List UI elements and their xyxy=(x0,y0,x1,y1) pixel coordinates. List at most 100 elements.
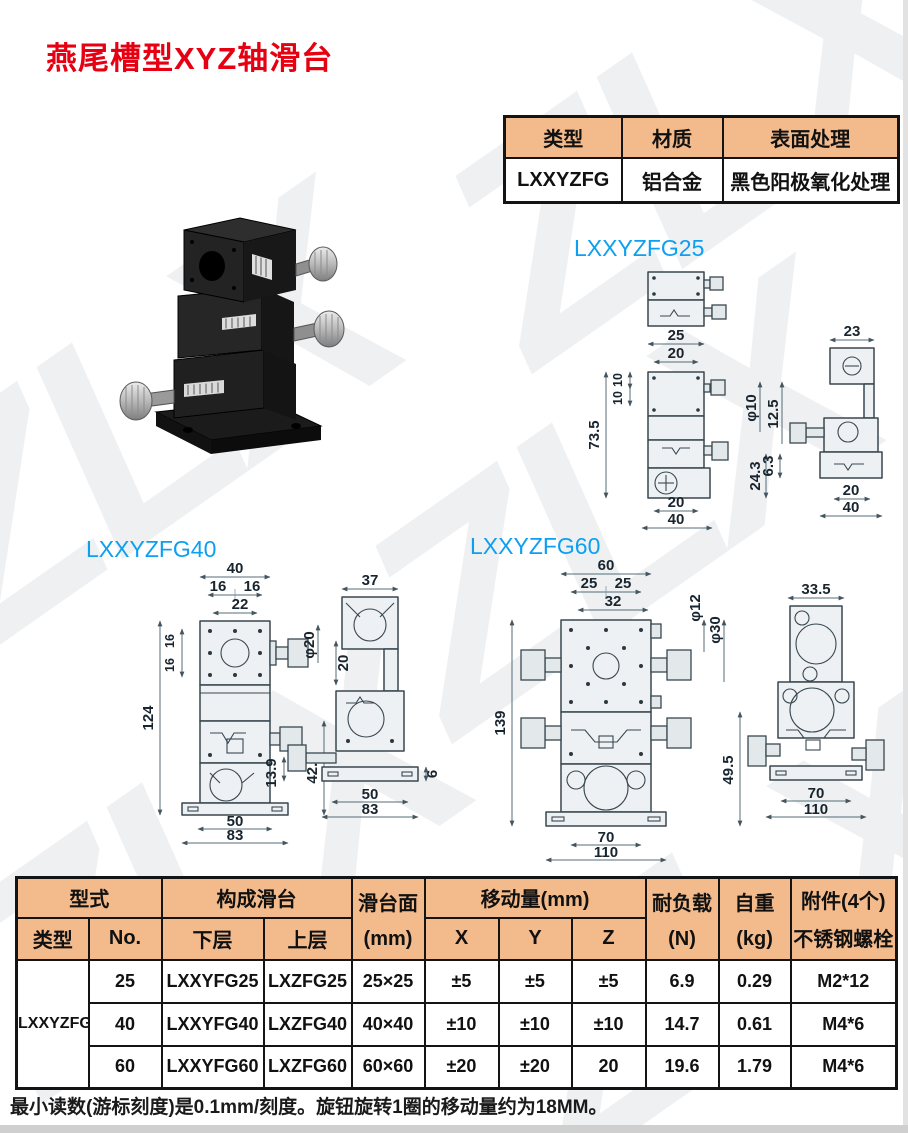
spec-cell-z: ±10 xyxy=(570,1001,647,1047)
svg-text:33.5: 33.5 xyxy=(801,581,830,598)
spec-cell-x: ±20 xyxy=(423,1044,500,1090)
svg-text:139: 139 xyxy=(492,710,509,735)
spec-header-accessory: 附件(4个) 不锈钢螺栓 xyxy=(789,876,898,961)
spec-header-load-line2: (N) xyxy=(668,927,696,950)
svg-text:25: 25 xyxy=(668,327,685,344)
fg40-side-view: 37 13.9 6 50 83 xyxy=(263,572,440,820)
spec-header-surface: 滑台面 (mm) xyxy=(350,876,426,961)
svg-text:40: 40 xyxy=(668,511,685,528)
info-header-type: 类型 xyxy=(503,115,623,159)
svg-text:60: 60 xyxy=(598,557,615,574)
svg-text:10: 10 xyxy=(611,391,625,405)
spec-header-accessory-line2: 不锈钢螺栓 xyxy=(793,929,894,952)
spec-header-accessory-line1: 附件(4个) xyxy=(801,891,886,914)
svg-text:124: 124 xyxy=(140,705,157,731)
material-info-table: 类型 材质 表面处理 LXXYZFG 铝合金 黑色阳极氧化处理 xyxy=(503,115,900,204)
svg-text:φ20: φ20 xyxy=(301,631,318,658)
svg-text:40: 40 xyxy=(843,499,860,516)
svg-text:83: 83 xyxy=(362,801,379,818)
svg-text:12.5: 12.5 xyxy=(765,399,782,428)
svg-text:20: 20 xyxy=(843,482,860,499)
spec-cell-y: ±5 xyxy=(497,958,573,1004)
svg-text:φ30: φ30 xyxy=(707,616,724,643)
svg-text:20: 20 xyxy=(335,655,352,672)
info-header-finish: 表面处理 xyxy=(721,115,900,159)
spec-cell-surface: 60×60 xyxy=(350,1044,426,1090)
spec-subheader-upper: 上层 xyxy=(262,916,353,961)
spec-cell-weight: 0.29 xyxy=(717,958,792,1004)
spec-cell-surface: 25×25 xyxy=(350,958,426,1004)
spec-subheader-lower: 下层 xyxy=(160,916,265,961)
spec-cell-lower: LXXYFG25 xyxy=(160,958,265,1004)
svg-text:13.9: 13.9 xyxy=(263,758,280,787)
svg-text:25: 25 xyxy=(581,575,598,592)
svg-text:37: 37 xyxy=(362,572,379,589)
drawing-lxxyzfg25: LXXYZFG25 25 20 xyxy=(574,235,883,531)
spec-subheader-no: No. xyxy=(87,916,163,961)
footnote: 最小读数(游标刻度)是0.1mm/刻度。旋钮旋转1圈的移动量约为18MM。 xyxy=(10,1097,608,1118)
spec-cell-bolt: M4*6 xyxy=(789,1044,898,1090)
fg25-plan-view xyxy=(647,271,727,327)
svg-text:16: 16 xyxy=(210,578,227,595)
spec-cell-no: 60 xyxy=(87,1044,163,1090)
spec-header-weight-line2: (kg) xyxy=(736,927,773,950)
info-value-finish: 黑色阳极氧化处理 xyxy=(721,157,900,204)
svg-text:49.5: 49.5 xyxy=(720,755,737,784)
spec-cell-weight: 0.61 xyxy=(717,1001,792,1047)
spec-header-load: 耐负载 (N) xyxy=(644,876,720,961)
svg-text:70: 70 xyxy=(808,785,825,802)
table-row: LXXYZFG 25 LXXYFG25 LXZFG25 25×25 ±5 ±5 … xyxy=(15,958,898,1090)
spec-header-load-line1: 耐负载 xyxy=(652,892,713,915)
page-edge-right xyxy=(903,0,908,1133)
svg-text:24.3: 24.3 xyxy=(747,461,764,490)
spec-cell-y: ±10 xyxy=(497,1001,573,1047)
spec-cell-upper: LXZFG40 xyxy=(262,1001,353,1047)
info-header-material: 材质 xyxy=(620,115,724,159)
spec-cell-y: ±20 xyxy=(497,1044,573,1090)
svg-text:40: 40 xyxy=(227,560,244,577)
svg-text:16: 16 xyxy=(163,658,177,672)
svg-text:22: 22 xyxy=(232,596,249,613)
table-row: 40 LXXYFG40 LXZFG40 40×40 ±10 ±10 ±10 14… xyxy=(17,1001,898,1047)
spec-cell-no: 40 xyxy=(87,1001,163,1047)
spec-cell-no: 25 xyxy=(87,958,163,1004)
svg-text:20: 20 xyxy=(668,494,685,511)
spec-table: 型式 构成滑台 滑台面 (mm) 移动量(mm) 耐负载 (N) 自重 (kg) xyxy=(15,876,899,1090)
svg-text:6: 6 xyxy=(424,770,440,778)
svg-text:83: 83 xyxy=(227,827,244,844)
spec-subheader-y: Y xyxy=(497,916,573,961)
svg-text:50: 50 xyxy=(227,813,244,830)
svg-text:50: 50 xyxy=(362,786,379,803)
product-photo xyxy=(119,217,345,454)
spec-cell-x: ±5 xyxy=(423,958,500,1004)
info-value-type: LXXYZFG xyxy=(503,157,623,204)
spec-cell-lower: LXXYFG60 xyxy=(160,1044,265,1090)
drawing-label: LXXYZFG40 xyxy=(86,536,216,562)
spec-cell-upper: LXZFG25 xyxy=(262,958,353,1004)
spec-header-weight: 自重 (kg) xyxy=(717,876,792,961)
spec-header-surface-line2: (mm) xyxy=(363,927,413,950)
svg-text:23: 23 xyxy=(844,323,861,340)
fg60-front-view xyxy=(520,619,692,827)
drawing-label: LXXYZFG60 xyxy=(470,533,600,559)
spec-header-surface-line1: 滑台面 xyxy=(358,892,418,915)
spec-header-compose: 构成滑台 xyxy=(160,876,353,919)
svg-text:110: 110 xyxy=(594,844,618,861)
svg-text:16: 16 xyxy=(163,634,177,648)
page-edge-bottom xyxy=(0,1125,908,1133)
spec-subheader-x: X xyxy=(423,916,500,961)
table-row: 60 LXXYFG60 LXZFG60 60×60 ±20 ±20 20 19.… xyxy=(17,1044,898,1090)
svg-text:6.3: 6.3 xyxy=(760,456,777,477)
svg-text:25: 25 xyxy=(615,575,632,592)
spec-header-model: 型式 xyxy=(15,876,163,919)
spec-cell-load: 19.6 xyxy=(644,1044,720,1090)
fg25-front-view xyxy=(647,371,729,499)
svg-text:20: 20 xyxy=(668,345,685,362)
spec-cell-bolt: M4*6 xyxy=(789,1001,898,1047)
spec-cell-type: LXXYZFG xyxy=(15,958,90,1090)
drawing-lxxyzfg60: LXXYZFG60 60 25 25 32 xyxy=(470,533,885,863)
spec-subheader-type: 类型 xyxy=(15,916,90,961)
svg-text:10: 10 xyxy=(611,373,625,387)
spec-cell-x: ±10 xyxy=(423,1001,500,1047)
svg-text:110: 110 xyxy=(804,801,828,818)
